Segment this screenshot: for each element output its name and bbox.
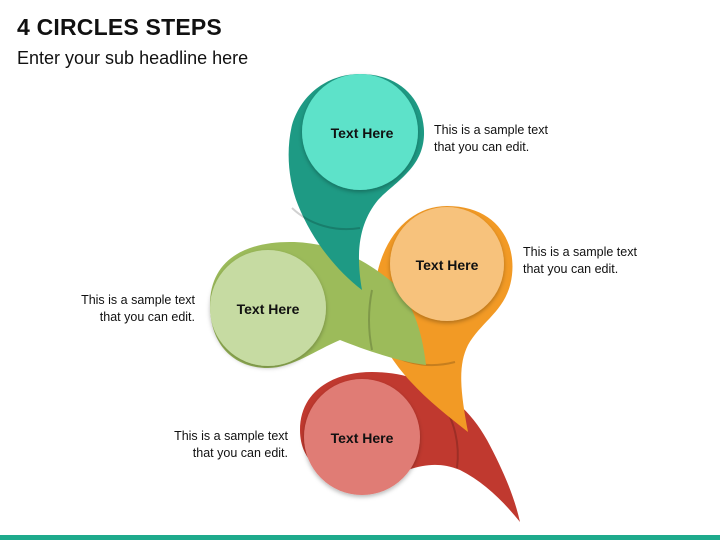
step-1-circle: [302, 74, 418, 190]
page-subtitle: Enter your sub headline here: [17, 48, 249, 68]
step-2-note: This is a sample text that you can edit.: [523, 244, 637, 278]
step-4-note: This is a sample text that you can edit.: [174, 428, 288, 462]
step-4-note-line1: This is a sample text: [174, 429, 288, 443]
step-1-note-line1: This is a sample text: [434, 123, 548, 137]
step-4-note-line2: that you can edit.: [192, 446, 288, 460]
step-2-label: Text Here: [416, 257, 479, 273]
footer-accent-bar: [0, 535, 720, 540]
step-3-note-line2: that you can edit.: [99, 310, 195, 324]
step-1-label: Text Here: [331, 125, 394, 141]
step-2-circle: [390, 207, 504, 321]
step-3-note-line1: This is a sample text: [81, 293, 195, 307]
step-1-note: This is a sample text that you can edit.: [434, 122, 548, 156]
step-2-note-line2: that you can edit.: [523, 262, 619, 276]
step-3-label: Text Here: [237, 301, 300, 317]
step-4-circle: [304, 379, 420, 495]
step-1-note-line2: that you can edit.: [434, 140, 530, 154]
step-3-circle: [210, 250, 326, 366]
page-title: 4 CIRCLES STEPS: [17, 14, 222, 40]
step-3-note: This is a sample text that you can edit.: [81, 292, 195, 326]
step-4-label: Text Here: [331, 430, 394, 446]
step-2-note-line1: This is a sample text: [523, 245, 637, 259]
